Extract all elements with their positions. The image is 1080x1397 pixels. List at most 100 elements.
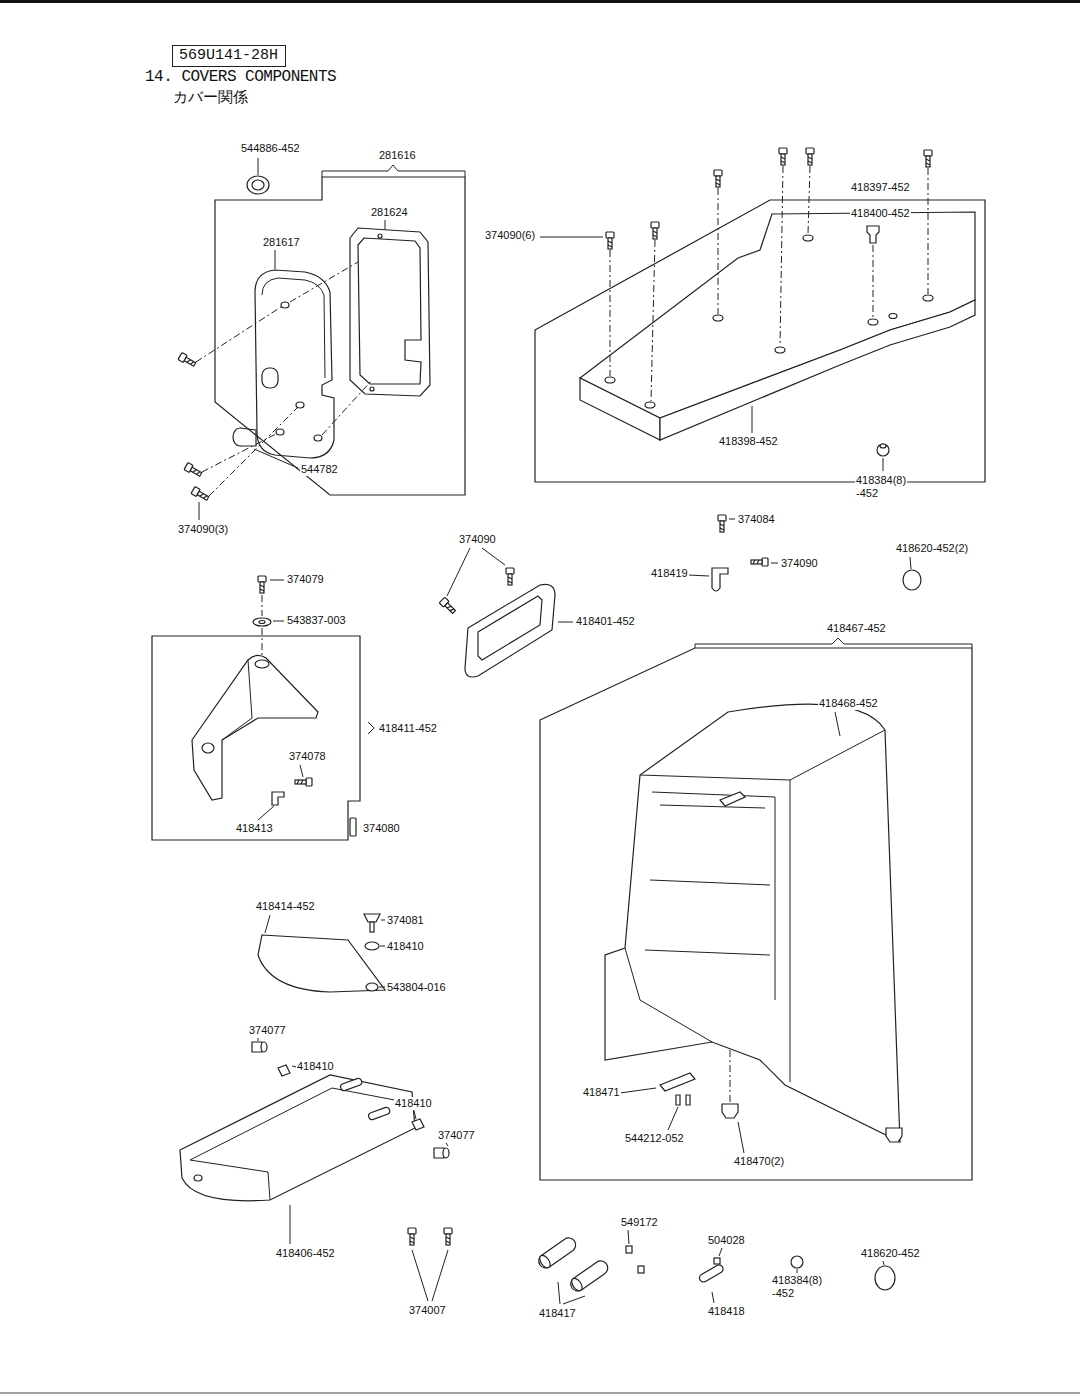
lower-parts-part — [797, 1269, 798, 1273]
bed-plate-group-part — [883, 458, 884, 471]
callout-number: 374007 — [408, 1304, 447, 1317]
head-cover-group-part — [738, 1122, 744, 1153]
lower-parts-part — [194, 1175, 202, 1181]
lower-parts-part — [712, 1292, 714, 1303]
bed-plate-group-part — [867, 226, 879, 243]
middle-parts-part — [558, 622, 573, 623]
middle-parts-part — [272, 792, 284, 805]
cover-group-281616-part — [240, 428, 256, 446]
assembly-number: 281616 — [378, 149, 417, 162]
head-cover-group-part — [730, 1050, 731, 1103]
lower-parts-part — [261, 1042, 267, 1052]
lower-parts-part — [180, 1075, 415, 1201]
head-cover-group-part — [722, 1104, 738, 1118]
lower-parts-part — [364, 914, 380, 922]
cover-group-281616-part — [178, 353, 197, 368]
cover-group-281616-part — [281, 302, 289, 308]
middle-parts-part — [273, 621, 284, 622]
cover-group-281616 — [178, 158, 465, 520]
head-cover-group-part — [835, 712, 840, 736]
lower-parts-part — [883, 1261, 884, 1265]
callout-number: 418620-452(2) — [895, 542, 969, 555]
cover-group-281616-part — [196, 307, 281, 362]
lower-parts-part-part — [538, 1254, 553, 1270]
lower-parts-part — [408, 1228, 416, 1245]
callout-number: 418401-452 — [575, 615, 636, 628]
head-cover-group-part — [620, 1088, 656, 1093]
callout-number: 418620-452 — [860, 1247, 921, 1260]
lower-parts-part — [290, 1205, 291, 1244]
bed-plate-group-part — [752, 406, 753, 433]
group-outline — [540, 648, 972, 1180]
lower-parts-part — [558, 1282, 585, 1304]
head-cover-group-part — [605, 704, 900, 1142]
callout-number: 418384(8) -452 — [771, 1274, 823, 1300]
callout-number: 374084 — [737, 513, 776, 526]
bed-plate-group-part — [580, 378, 660, 440]
cover-group-281616-part — [290, 262, 358, 302]
head-cover-group-part — [660, 1073, 695, 1091]
assembly-number: 418411-452 — [378, 722, 438, 735]
bed-plate-group-part — [873, 245, 874, 318]
cover-group-281616-part — [191, 487, 210, 502]
bed-plate-group-part — [868, 319, 878, 325]
middle-parts-part — [910, 557, 911, 569]
callout-number: 418468-452 — [818, 697, 879, 710]
callout-number: 418384(8) -452 — [855, 474, 907, 500]
assembly-group: 281616 — [215, 177, 465, 495]
group-outline-shape — [215, 177, 465, 495]
cover-group-281616-part — [358, 238, 421, 384]
middle-parts-part — [262, 628, 263, 657]
middle-parts-part — [482, 548, 505, 565]
cover-group-281616-part — [262, 278, 325, 378]
callout-number: 418414-452 — [255, 900, 316, 913]
middle-parts-part — [222, 660, 252, 740]
callout-number: 374078 — [288, 750, 327, 763]
lower-parts-part — [380, 946, 385, 947]
lower-parts-part — [412, 1119, 424, 1130]
middle-parts-part — [718, 515, 726, 532]
callout-number: 418471 — [582, 1086, 621, 1099]
bed-plate-group-part — [877, 444, 889, 456]
top-rule — [0, 0, 1080, 3]
middle-parts-part — [295, 778, 312, 786]
head-cover-group-part — [676, 1095, 690, 1105]
bed-plate-group-part — [889, 314, 897, 319]
lower-parts-part — [536, 1235, 578, 1271]
cover-group-281616-part — [378, 234, 382, 238]
middle-parts-part — [478, 596, 542, 660]
middle-parts-part — [202, 743, 214, 753]
callout-number: 418410 — [296, 1060, 335, 1073]
callout-number: 374090 — [458, 533, 497, 546]
lower-parts-part — [340, 1077, 363, 1091]
callout-number: 418406-452 — [275, 1247, 336, 1260]
middle-parts-part — [439, 597, 457, 615]
callout-number: 418418 — [707, 1305, 746, 1318]
bed-plate-group-part — [780, 166, 783, 346]
lower-parts-part — [412, 1250, 448, 1301]
cover-group-281616-part — [199, 502, 200, 520]
lower-parts-part — [365, 942, 379, 950]
assembly-group: 418467-452 — [540, 648, 972, 1180]
cover-group-281616-part — [322, 380, 372, 435]
callout-number: 418410 — [394, 1097, 433, 1110]
callout-number: 374081 — [386, 914, 425, 927]
lower-parts-part — [626, 1246, 632, 1253]
callout-number: 543837-003 — [286, 614, 347, 627]
lower-parts-part — [443, 1148, 449, 1158]
cover-group-281616-part — [255, 270, 334, 458]
callout-number: 374080 — [362, 822, 401, 835]
group-outline-shape — [540, 648, 972, 1180]
middle-parts-part — [688, 575, 709, 576]
cover-group-281616-part — [370, 387, 374, 391]
head-cover-group — [605, 638, 972, 1153]
callout-number: 418400-452 — [850, 207, 911, 220]
middle-parts-part — [465, 584, 555, 677]
callout-number: 544886-452 — [240, 142, 301, 155]
cover-group-281616-part — [275, 250, 276, 269]
bed-plate-group-part — [928, 168, 929, 294]
middle-parts-part — [259, 621, 265, 624]
lower-parts-part — [370, 922, 374, 932]
callout-number: 544212-052 — [624, 1132, 685, 1145]
